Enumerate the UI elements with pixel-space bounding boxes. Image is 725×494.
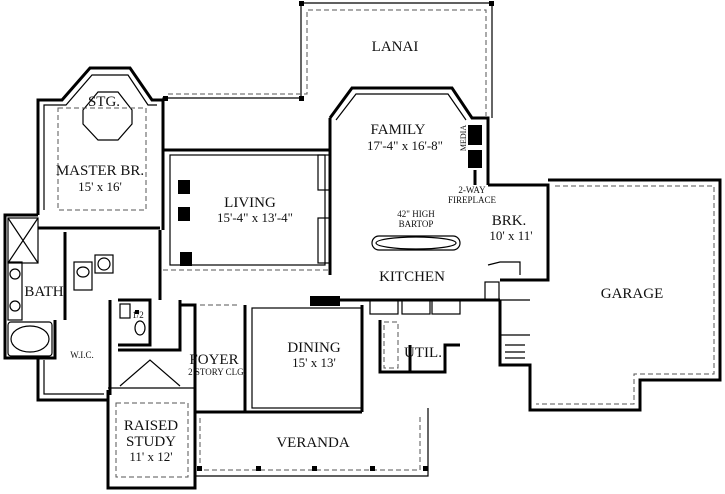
dining-label: DINING: [287, 340, 340, 356]
half-bath-walls: [118, 230, 182, 352]
veranda-outline: [194, 408, 429, 477]
study-label-2: STUDY: [126, 434, 176, 450]
media-label: MEDIA: [459, 125, 468, 151]
foyer-note: 2 STORY CLG.: [188, 367, 246, 377]
breakfast-label: BRK.: [492, 213, 527, 229]
master-bedroom-walls: [36, 66, 165, 230]
fireplace-label-2: FIREPLACE: [448, 195, 497, 205]
living-walls: [163, 118, 332, 275]
living-size: 15'-4" x 13'-4": [217, 210, 293, 225]
garage-label: GARAGE: [601, 286, 664, 302]
wic-walls: [36, 340, 112, 402]
bartop-label-1: 42" HIGH: [397, 209, 435, 219]
kitchen-walls: [310, 183, 550, 315]
lanai-label: LANAI: [372, 39, 419, 55]
dining-walls: [243, 305, 364, 414]
fireplace-label-1: 2-WAY: [458, 185, 486, 195]
half-bath-label: 1/2: [132, 310, 144, 320]
living-label: LIVING: [224, 195, 276, 211]
foyer-walls: [180, 303, 245, 414]
garage-walls: [498, 178, 722, 412]
wic-label: W.I.C.: [70, 350, 93, 360]
foyer-label: FOYER: [189, 352, 238, 368]
dining-size: 15' x 13': [292, 355, 336, 370]
family-walls: [328, 86, 490, 251]
breakfast-size: 10' x 11': [489, 228, 532, 243]
lanai-outline: [162, 1, 494, 118]
utility-label: UTIL.: [404, 345, 442, 361]
study-size: 11' x 12': [129, 449, 172, 464]
master-bedroom-size: 15' x 16': [78, 179, 122, 194]
veranda-label: VERANDA: [276, 435, 349, 451]
bath-walls: [3, 213, 114, 360]
bartop-label-2: BARTOP: [399, 219, 434, 229]
study-label-1: RAISED: [124, 418, 178, 434]
kitchen-label: KITCHEN: [379, 269, 445, 285]
family-size: 17'-4" x 16'-8": [367, 138, 443, 153]
utility-walls: [378, 320, 460, 374]
bath-label: BATH: [24, 284, 63, 300]
family-label: FAMILY: [371, 122, 426, 138]
master-bedroom-label: MASTER BR.: [56, 163, 144, 179]
storage-label: STG.: [88, 94, 120, 110]
